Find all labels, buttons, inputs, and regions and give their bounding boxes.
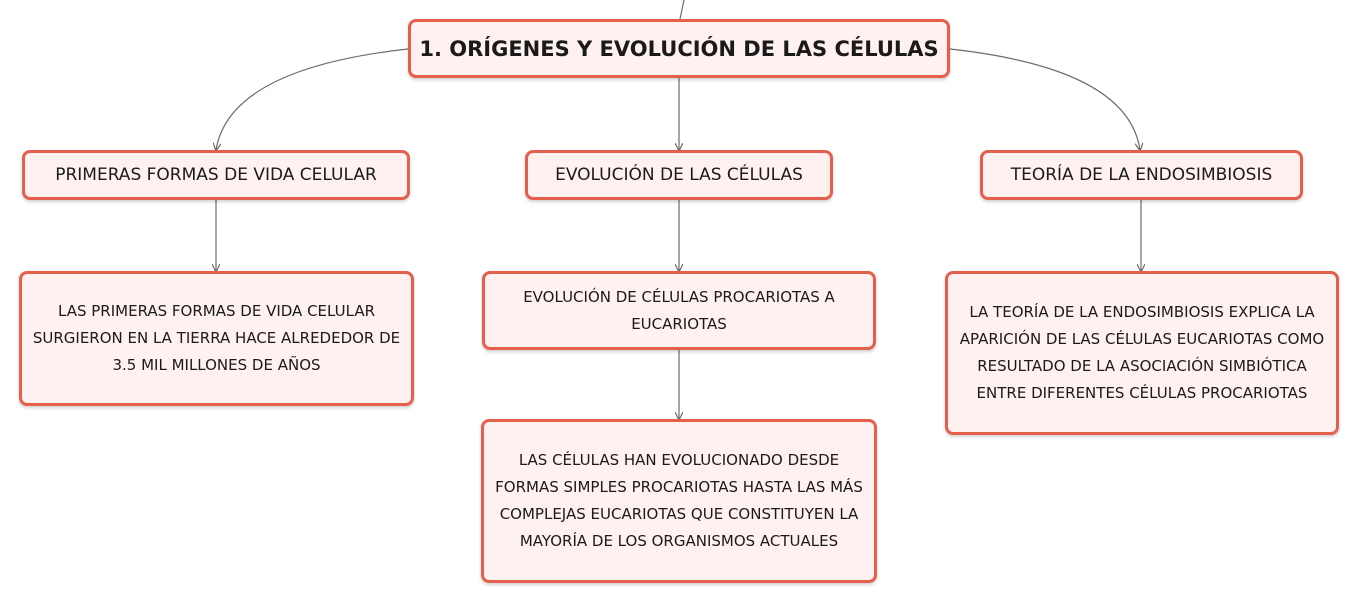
leaf-node-text: LA TEORÍA DE LA ENDOSIMBIOSIS EXPLICA LA… bbox=[959, 303, 1325, 402]
leaf-node-evolucion-detail[interactable]: LAS CÉLULAS HAN EVOLUCIONADO DESDE FORMA… bbox=[481, 419, 877, 583]
connector-root-incoming bbox=[679, 0, 685, 20]
connector-root-to-branch-3 bbox=[949, 48, 1140, 150]
branch-node-evolucion[interactable]: EVOLUCIÓN DE LAS CÉLULAS bbox=[525, 150, 833, 200]
leaf-node-procariotas-a-eucariotas[interactable]: EVOLUCIÓN DE CÉLULAS PROCARIOTAS A EUCAR… bbox=[482, 271, 876, 350]
leaf-node-text: LAS CÉLULAS HAN EVOLUCIONADO DESDE FORMA… bbox=[495, 451, 863, 550]
root-node[interactable]: 1. ORÍGENES Y EVOLUCIÓN DE LAS CÉLULAS bbox=[408, 19, 950, 78]
branch-node-label: EVOLUCIÓN DE LAS CÉLULAS bbox=[555, 165, 803, 185]
leaf-node-endosimbiosis-detail[interactable]: LA TEORÍA DE LA ENDOSIMBIOSIS EXPLICA LA… bbox=[945, 271, 1339, 435]
branch-node-label: PRIMERAS FORMAS DE VIDA CELULAR bbox=[55, 165, 377, 185]
leaf-node-text: LAS PRIMERAS FORMAS DE VIDA CELULAR SURG… bbox=[32, 302, 401, 374]
leaf-node-primeras-formas-detail[interactable]: LAS PRIMERAS FORMAS DE VIDA CELULAR SURG… bbox=[19, 271, 414, 406]
branch-node-primeras-formas[interactable]: PRIMERAS FORMAS DE VIDA CELULAR bbox=[22, 150, 410, 200]
leaf-node-text: EVOLUCIÓN DE CÉLULAS PROCARIOTAS A EUCAR… bbox=[523, 287, 835, 333]
branch-node-label: TEORÍA DE LA ENDOSIMBIOSIS bbox=[1010, 165, 1273, 185]
root-node-label: 1. ORÍGENES Y EVOLUCIÓN DE LAS CÉLULAS bbox=[419, 36, 939, 61]
branch-node-endosimbiosis[interactable]: TEORÍA DE LA ENDOSIMBIOSIS bbox=[980, 150, 1303, 200]
connector-root-to-branch-1 bbox=[216, 48, 409, 150]
